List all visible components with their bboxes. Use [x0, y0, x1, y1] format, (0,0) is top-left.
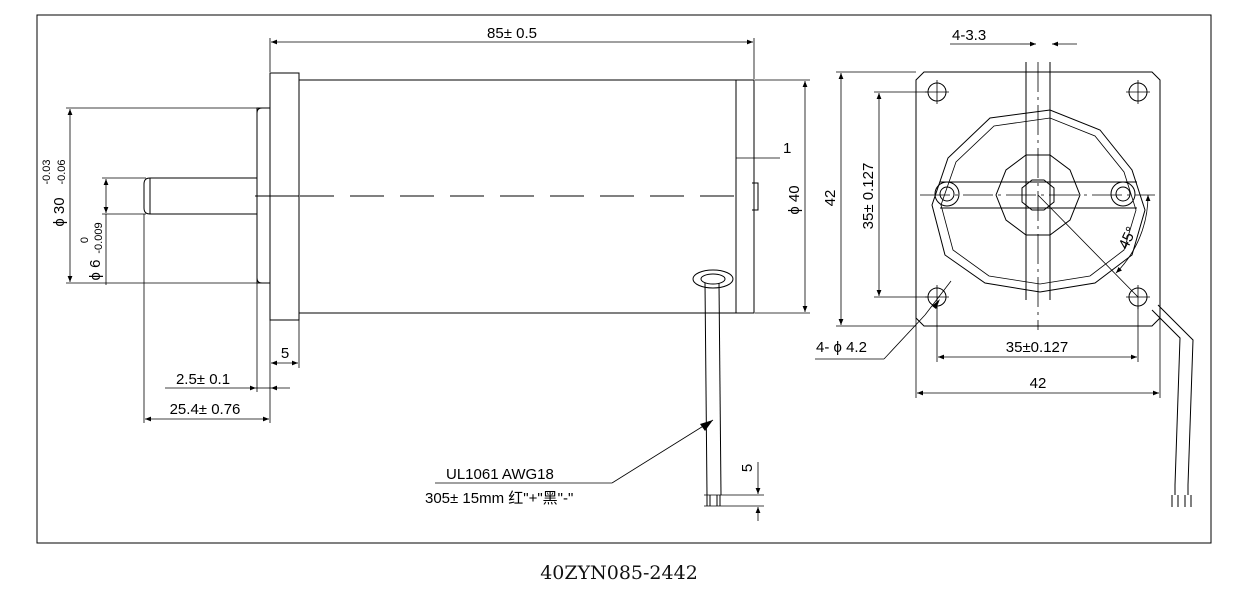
- front-flange-outline: [915, 71, 1161, 327]
- dim-shaft-length: 25.4± 0.76: [170, 401, 241, 418]
- dim-length: 85± 0.5: [487, 25, 537, 42]
- rear-cap: [735, 79, 755, 314]
- dim-bolt-circle-v: 35± 0.127: [860, 163, 877, 230]
- dim-pilot-diameter: ϕ 30: [51, 197, 68, 226]
- dim-shaft-tol-upper: 0: [79, 237, 91, 243]
- wire-note-line1: UL1061 AWG18: [446, 466, 554, 483]
- side-bolt-right: [1110, 181, 1136, 207]
- lead-wires: [1151, 309, 1181, 495]
- dim-flange-thickness: 5: [281, 345, 289, 362]
- drawing-frame: [36, 14, 1212, 544]
- dim-body-diameter: ϕ 40: [786, 185, 803, 214]
- dim-bolt-circle-h: 35±0.127: [1006, 339, 1068, 356]
- dim-angle: 45°: [1115, 224, 1140, 252]
- boss-outline: [931, 109, 1146, 293]
- dim-flange-size: 42: [822, 190, 839, 207]
- dim-flange-size-h: 42: [1030, 375, 1047, 392]
- side-view: 85± 0.5 ϕ 40 1 ϕ 30 -0.03 -0.06 ϕ 6 0 -0…: [41, 25, 810, 521]
- wire-note-line2: 305± 15mm 红"+"黑"-": [425, 490, 573, 507]
- dim-mount-holes: 4- ϕ 4.2: [816, 339, 867, 356]
- dim-shaft-tol-lower: -0.009: [93, 222, 105, 253]
- model-number: 40ZYN085-2442: [540, 562, 698, 584]
- dim-rear-gap: 1: [783, 140, 791, 157]
- shaft-octagon: [995, 154, 1081, 236]
- shaft: [143, 177, 257, 215]
- front-view: 45° 4-3.3 42 35± 0.127 35±0.127 42 4- ϕ …: [815, 27, 1194, 507]
- side-bolt-left: [934, 181, 960, 207]
- dim-bolt-holes: 4-3.3: [952, 27, 986, 44]
- dim-lead-strip: 5: [739, 464, 756, 472]
- dim-pilot-tol-lower: -0.06: [56, 159, 68, 184]
- wire-grommet: [692, 269, 734, 289]
- dim-shaft-diameter: ϕ 6: [87, 260, 104, 281]
- dim-pilot-length: 2.5± 0.1: [176, 371, 230, 388]
- dim-pilot-tol-upper: -0.03: [41, 159, 53, 184]
